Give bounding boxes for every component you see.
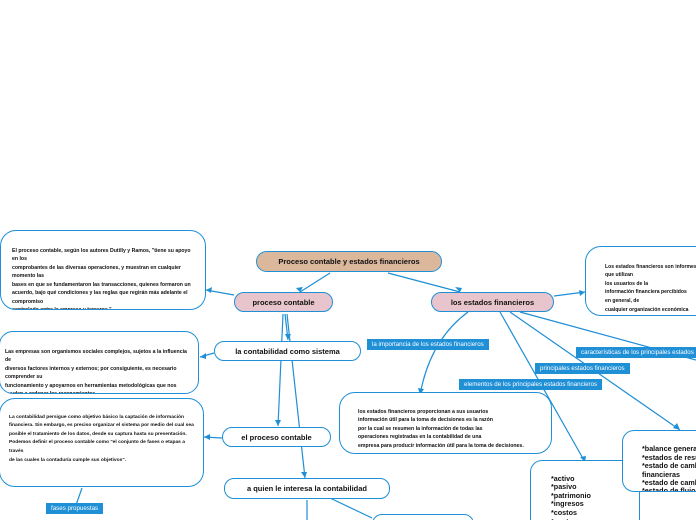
elementos-label[interactable]: elementos de los principales estados fin…	[459, 379, 603, 390]
elementos-list: *activo *pasivo *patrimonio *ingresos *c…	[551, 473, 591, 520]
proceso-contable-node[interactable]: proceso contable	[234, 292, 333, 312]
proceso-quote-node[interactable]: El proceso contable, según los autores D…	[0, 230, 206, 310]
elementos-list-node[interactable]: *activo *pasivo *patrimonio *ingresos *c…	[530, 460, 640, 520]
proceso-contable-label: proceso contable	[252, 297, 315, 307]
connector-root-estados	[387, 272, 461, 293]
connector-interesa-right	[329, 497, 373, 519]
contabilidad-sistema-label: la contabilidad como sistema	[235, 346, 340, 356]
principales-label-text: principales estados financieros	[540, 365, 625, 372]
proceso-contable-2-label: el proceso contable	[241, 432, 312, 442]
root-topic[interactable]: Proceso contable y estados financieros	[256, 251, 442, 272]
sistema-text: Las empresas son organismos sociales com…	[5, 348, 187, 394]
importancia-text: los estados financieros proporcionan a s…	[358, 408, 524, 449]
estados-financieros-node[interactable]: los estados financieros	[431, 292, 554, 312]
contabilidad-sistema-node[interactable]: la contabilidad como sistema	[214, 341, 361, 361]
estados-text-node[interactable]: Los estados financieros son informes que…	[585, 246, 696, 316]
proceso-quote-text: El proceso contable, según los autores D…	[12, 247, 191, 310]
proceso-text-node[interactable]: La contabilidad persigue como objetivo b…	[0, 398, 204, 487]
interesa-child-node[interactable]	[372, 514, 474, 520]
connector-root-proceso	[299, 272, 331, 293]
estados-text: Los estados financieros son informes que…	[605, 263, 696, 313]
interesa-label: a quien le interesa la contabilidad	[246, 484, 368, 493]
proceso-text: La contabilidad persigue como objetivo b…	[9, 414, 194, 463]
principales-label[interactable]: principales estados financieros	[535, 363, 630, 374]
caracteristicas-label-text: características de los principales estad…	[581, 349, 694, 356]
proceso-contable-2-node[interactable]: el proceso contable	[222, 427, 331, 447]
elementos-label-text: elementos de los principales estados fin…	[464, 381, 598, 388]
principales-list: *balance general *estados de resultados …	[642, 444, 696, 492]
connector-fases	[75, 487, 83, 506]
caracteristicas-label[interactable]: características de los principales estad…	[576, 347, 696, 358]
principales-list-node[interactable]: *balance general *estados de resultados …	[622, 430, 696, 492]
estados-financieros-label: los estados financieros	[450, 297, 535, 307]
importancia-label[interactable]: la importancia de los estados financiero…	[367, 339, 489, 350]
connector-proceso-proceso2	[277, 313, 284, 427]
importancia-text-node[interactable]: los estados financieros proporcionan a s…	[339, 392, 552, 454]
importancia-label-text: la importancia de los estados financiero…	[372, 341, 484, 348]
interesa-node[interactable]: a quien le interesa la contabilidad	[224, 478, 390, 499]
fases-propuestas-text: fases propuestas	[51, 505, 99, 512]
sistema-text-node[interactable]: Las empresas son organismos sociales com…	[0, 331, 199, 394]
connector-proceso-interesa	[286, 313, 306, 479]
fases-propuestas-label[interactable]: fases propuestas	[46, 503, 104, 514]
root-topic-label: Proceso contable y estados financieros	[278, 257, 420, 266]
